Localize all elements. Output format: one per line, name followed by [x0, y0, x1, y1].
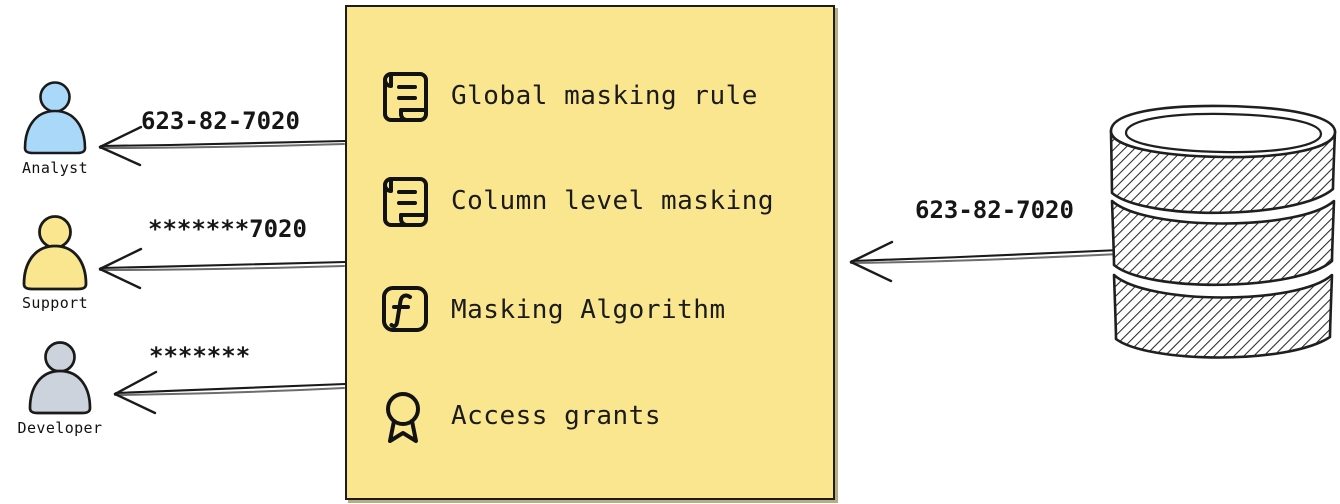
scroll-icon — [377, 173, 429, 229]
policy-row-label: Access grants — [451, 401, 661, 431]
person-icon — [13, 215, 97, 293]
policy-row-access-grants[interactable]: Access grants — [377, 385, 661, 447]
policy-row-label: Masking Algorithm — [451, 295, 726, 325]
person-icon — [18, 340, 102, 418]
arrow-caption-support: *******7020 — [148, 215, 307, 243]
person-icon — [13, 80, 97, 158]
actor-label: Developer — [17, 419, 103, 437]
arrow-from-database — [849, 240, 1122, 283]
database-icon — [1109, 104, 1337, 359]
scroll-icon — [377, 68, 429, 124]
policy-row-label: Column level masking — [451, 186, 775, 216]
award-icon — [377, 388, 429, 444]
actor-support[interactable]: Support — [0, 215, 110, 312]
actor-label: Support — [21, 294, 88, 312]
policy-row-masking-algorithm[interactable]: Masking Algorithm — [377, 279, 726, 341]
function-icon — [377, 282, 429, 338]
masking-policy-panel: Global masking rule Column level masking — [345, 5, 835, 500]
arrow-caption-database: 623-82-7020 — [915, 196, 1074, 224]
actor-analyst[interactable]: Analyst — [0, 80, 110, 177]
policy-row-column-level-masking[interactable]: Column level masking — [377, 170, 774, 232]
arrow-to-developer — [113, 370, 347, 415]
actor-developer[interactable]: Developer — [5, 340, 115, 437]
arrow-to-analyst — [98, 125, 347, 167]
arrow-caption-analyst: 623-82-7020 — [141, 107, 300, 135]
actor-label: Analyst — [21, 159, 88, 177]
policy-row-label: Global masking rule — [451, 81, 758, 111]
policy-row-global-masking-rule[interactable]: Global masking rule — [377, 65, 758, 127]
arrow-caption-developer: ******* — [149, 342, 251, 370]
arrow-to-support — [98, 247, 347, 290]
